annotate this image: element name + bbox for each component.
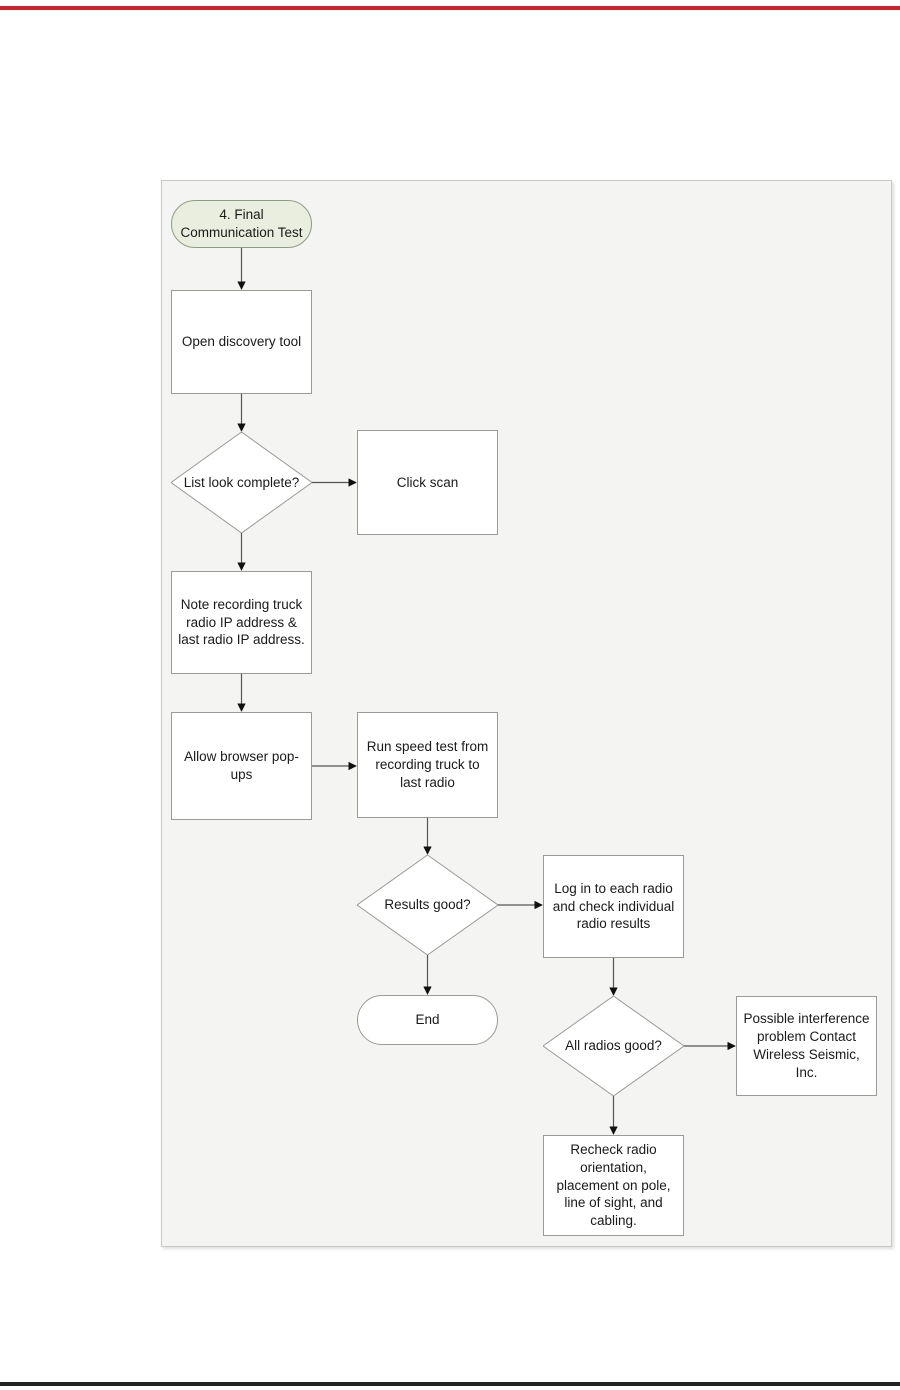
node-recheck-radio[interactable]: Recheck radio orientation, placement on … <box>543 1135 684 1236</box>
node-click-scan-label: Click scan <box>396 474 459 490</box>
node-open-discovery-tool-label: Open discovery tool <box>181 334 302 350</box>
node-run-speed-test-label: Run speed test from recording truck to l… <box>366 739 489 790</box>
diamond-shape <box>357 855 498 955</box>
node-end-label: End <box>415 1012 440 1028</box>
node-run-speed-test[interactable]: Run speed test from recording truck to l… <box>357 712 498 818</box>
diamond-shape <box>543 996 684 1096</box>
node-allow-browser-popups-label: Allow browser pop-ups <box>184 749 299 782</box>
node-end[interactable]: End <box>357 995 498 1045</box>
node-start-label: 4. Final Communication Test <box>180 207 303 240</box>
node-open-discovery-tool[interactable]: Open discovery tool <box>171 290 312 394</box>
node-start[interactable]: 4. Final Communication Test <box>171 200 312 248</box>
node-results-good[interactable]: Results good? <box>357 855 498 955</box>
node-allow-browser-popups[interactable]: Allow browser pop-ups <box>171 712 312 820</box>
node-login-each-radio[interactable]: Log in to each radio and check individua… <box>543 855 684 958</box>
diamond-shape <box>171 432 312 533</box>
header-rule <box>0 6 900 10</box>
node-all-radios-good[interactable]: All radios good? <box>543 996 684 1096</box>
node-note-ip-addresses[interactable]: Note recording truck radio IP address & … <box>171 571 312 674</box>
node-possible-interference-label: Possible interference problem Contact Wi… <box>743 1011 870 1080</box>
node-recheck-radio-label: Recheck radio orientation, placement on … <box>556 1141 671 1229</box>
node-list-look-complete[interactable]: List look complete? <box>171 432 312 533</box>
node-list-look-complete-label: List look complete? <box>183 474 300 490</box>
node-note-ip-addresses-label: Note recording truck radio IP address & … <box>178 596 305 648</box>
node-all-radios-good-label: All radios good? <box>565 1038 662 1054</box>
node-click-scan[interactable]: Click scan <box>357 430 498 535</box>
node-login-each-radio-label: Log in to each radio and check individua… <box>552 880 675 932</box>
node-results-good-label: Results good? <box>384 897 471 913</box>
node-possible-interference[interactable]: Possible interference problem Contact Wi… <box>736 996 877 1096</box>
footer-rule <box>0 1382 900 1386</box>
